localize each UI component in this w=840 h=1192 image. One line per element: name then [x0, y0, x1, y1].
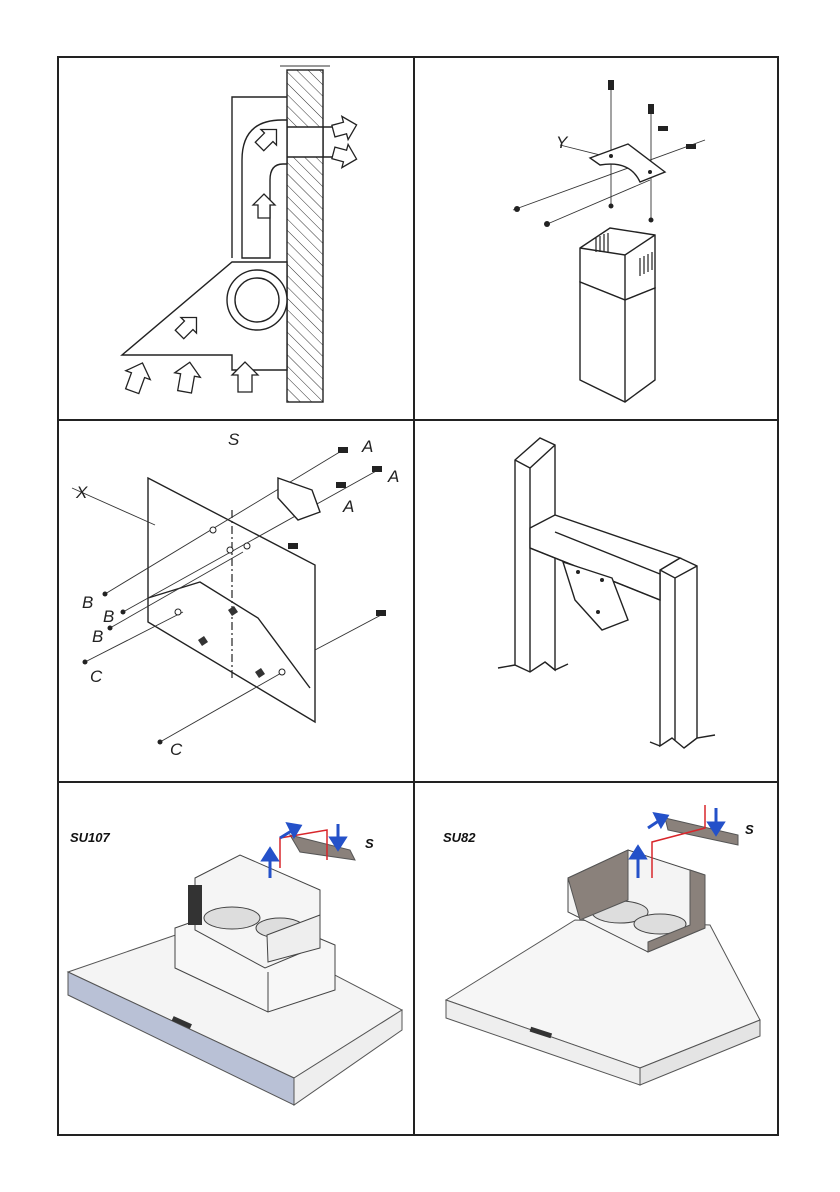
chimney-bracket-panel: Y [513, 80, 705, 402]
label-b-3: B [92, 627, 103, 646]
label-s-su107: S [365, 836, 374, 851]
label-c-2: C [170, 740, 183, 759]
model-label-su107: SU107 [70, 830, 111, 845]
label-a-3: A [342, 497, 354, 516]
label-y: Y [556, 133, 569, 152]
label-b-1: B [82, 593, 93, 612]
hood-su82-panel: SU82 S [443, 805, 760, 1085]
label-s-su82: S [745, 822, 754, 837]
bracket-s-su82 [665, 818, 738, 845]
label-s: S [228, 430, 240, 449]
label-a-2: A [387, 467, 399, 486]
bracket-s [278, 478, 320, 520]
label-x: X [75, 483, 88, 502]
label-c-1: C [90, 667, 103, 686]
wall-mount-panel: S A A A X B B B C C [72, 430, 399, 759]
hood-su107-panel: SU107 S [68, 824, 402, 1105]
model-label-su82: SU82 [443, 830, 476, 845]
bracket-y [590, 144, 665, 182]
wall-section [287, 70, 323, 402]
duct-airflow-panel [120, 66, 360, 402]
label-a-1: A [361, 437, 373, 456]
label-b-2: B [103, 607, 114, 626]
beam-mount-panel [498, 438, 715, 748]
